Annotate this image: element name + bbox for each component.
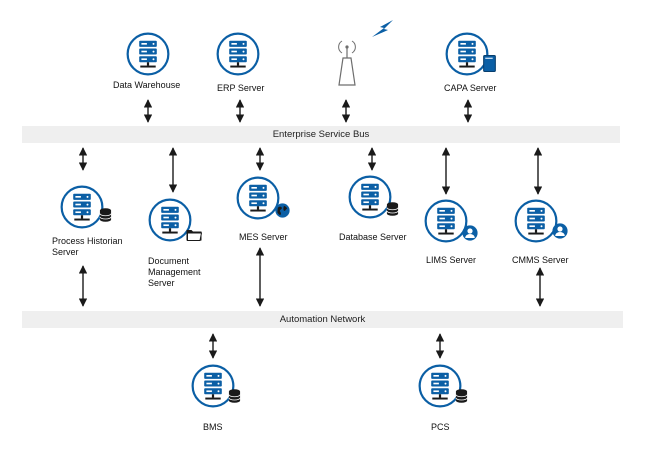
- bms-server-icon: [191, 364, 241, 408]
- pcs-server-icon: [418, 364, 468, 408]
- erp-server-icon: [216, 32, 260, 76]
- automation-network-bus: Automation Network: [22, 311, 623, 328]
- lims-server-label: LIMS Server: [426, 255, 477, 265]
- database-icon: [228, 388, 241, 404]
- pcs-label: PCS: [431, 422, 450, 432]
- lims-server-icon: [424, 199, 478, 243]
- database-server-label: Database Server: [339, 232, 407, 242]
- data-warehouse-label: Data Warehouse: [113, 80, 181, 90]
- bms-label: BMS: [203, 422, 223, 432]
- mes-server-label: MES Server: [239, 232, 288, 242]
- folder-icon: [186, 229, 202, 241]
- database-server-icon: [348, 175, 399, 219]
- database-icon: [99, 207, 112, 223]
- mes-server-icon: [236, 176, 290, 220]
- book-icon: [483, 55, 496, 72]
- database-icon: [386, 201, 399, 217]
- enterprise-service-bus: Enterprise Service Bus: [22, 126, 620, 143]
- database-icon: [455, 388, 468, 404]
- automation-network-bus-label: Automation Network: [279, 314, 366, 325]
- capa-server-label: CAPA Server: [444, 83, 497, 93]
- document-management-server-icon: [148, 198, 202, 242]
- lightning-icon: [372, 20, 393, 37]
- cmms-server-icon: [514, 199, 568, 243]
- erp-server-label: ERP Server: [217, 83, 265, 93]
- process-historian-server-icon: [60, 185, 112, 229]
- capa-server-icon: [445, 32, 496, 76]
- user-icon: [552, 223, 568, 239]
- document-management-label: Document Management Server: [148, 256, 201, 288]
- process-historian-label: Process Historian Server: [52, 236, 123, 257]
- globe-icon: [275, 203, 290, 218]
- data-warehouse-server-icon: [126, 32, 170, 76]
- cmms-server-label: CMMS Server: [512, 255, 569, 265]
- user-icon: [462, 225, 478, 241]
- antenna-icon: [338, 40, 356, 86]
- enterprise-service-bus-label: Enterprise Service Bus: [272, 129, 370, 140]
